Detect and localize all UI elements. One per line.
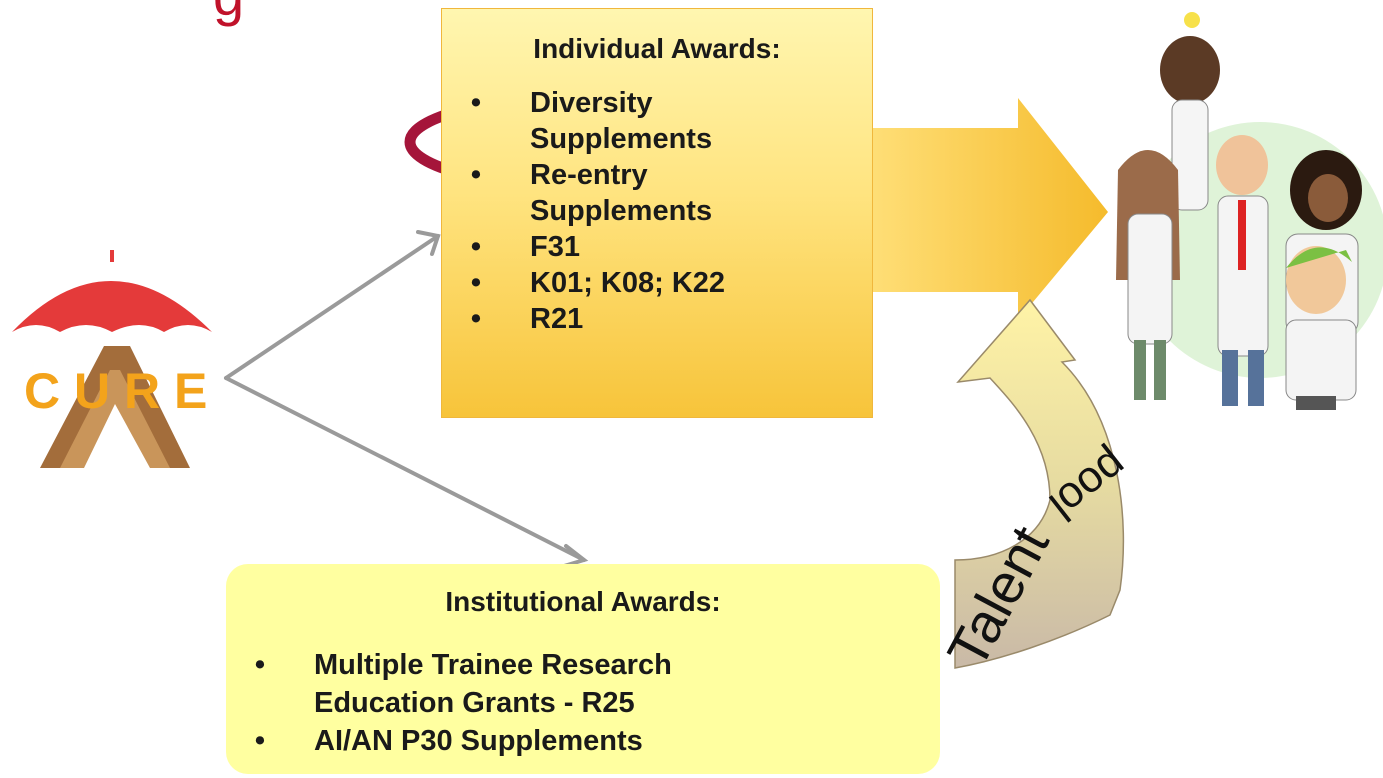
cure-logo: C U R E [12, 250, 212, 468]
cure-logo-text: C U R E [24, 363, 207, 419]
bullet: • [470, 303, 482, 335]
bullet: • [470, 267, 482, 299]
institutional-awards-box: Institutional Awards: • Multiple Trainee… [226, 564, 940, 774]
item-line: Education Grants - R25 [314, 687, 635, 719]
talent-pool-arrow [954, 298, 1125, 669]
list-item: • Multiple Trainee Research Education Gr… [250, 646, 930, 722]
bullet: • [470, 231, 482, 263]
item-line: Diversity [530, 87, 653, 119]
connector-arrows [224, 230, 589, 568]
big-arrow-shape [860, 98, 1108, 320]
bullet: • [254, 725, 266, 757]
bullet: • [254, 649, 266, 681]
item-line: R21 [530, 303, 584, 335]
scientists-illustration [1116, 12, 1383, 410]
list-item: • Diversity Supplements [466, 85, 846, 157]
list-item: • F31 [466, 229, 846, 265]
list-item: • K01; K08; K22 [466, 265, 846, 301]
item-line: F31 [530, 231, 580, 263]
item-line: AI/AN P30 Supplements [314, 725, 643, 757]
item-line: Re-entry [530, 159, 648, 191]
list-item: • Re-entry Supplements [466, 157, 846, 229]
list-item: • R21 [466, 301, 846, 337]
item-line: Multiple Trainee Research [314, 649, 672, 681]
bullet: • [470, 87, 482, 119]
individual-awards-box: Individual Awards: • Diversity Supplemen… [441, 8, 873, 418]
institutional-awards-list: • Multiple Trainee Research Education Gr… [250, 646, 930, 760]
institutional-awards-title: Institutional Awards: [445, 586, 721, 617]
item-line: K01; K08; K22 [530, 267, 726, 299]
item-line: Supplements [530, 195, 713, 227]
list-item: • AI/AN P30 Supplements [250, 722, 930, 760]
slide-title-fragment: g [213, 0, 244, 24]
individual-awards-list: • Diversity Supplements • Re-entry Suppl… [466, 85, 846, 337]
item-line: Supplements [530, 123, 713, 155]
individual-awards-title: Individual Awards: [533, 33, 781, 64]
bullet: • [470, 159, 482, 191]
